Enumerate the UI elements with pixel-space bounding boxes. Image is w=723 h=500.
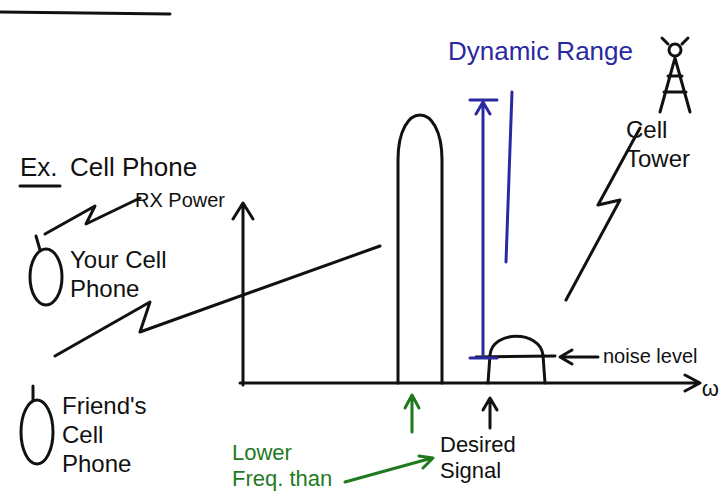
note-label: Lower Freq. than (232, 440, 344, 493)
phone-label: Your Cell Phone (70, 246, 184, 304)
friend-phone-lightning (55, 246, 380, 356)
phone-label: Friend's Cell Phone (62, 392, 162, 478)
tower-waves (662, 38, 688, 44)
signal-label: Desired Signal (440, 432, 532, 485)
your-phone-antenna (36, 236, 40, 250)
tower-label: Cell Tower (626, 116, 710, 174)
than-pointer (345, 456, 433, 482)
dynamic-range-bracket (470, 100, 497, 358)
example-tag: Ex. (20, 152, 58, 183)
tower-symbol (660, 58, 690, 112)
noise-pointer (560, 350, 598, 364)
your-phone-lightning (45, 198, 140, 234)
friend-phone-symbol (21, 400, 53, 464)
lower-freq-pointer (405, 395, 419, 432)
desired-pointer (483, 398, 497, 428)
tower-antenna (669, 44, 681, 56)
example-underline (20, 185, 60, 188)
friend-phone-antenna (32, 386, 35, 400)
axis-label: ω (702, 376, 719, 402)
x-axis (240, 375, 700, 391)
dynamic-range-stroke (506, 92, 512, 262)
your-phone-symbol (30, 249, 62, 305)
axis-label: RX Power (135, 188, 225, 212)
desired-peak (488, 336, 545, 383)
heading-underline (0, 12, 170, 14)
example-subject: Cell Phone (70, 152, 197, 183)
range-label: Dynamic Range (448, 36, 633, 67)
interferer-peak (398, 115, 442, 383)
noise-label: noise level (603, 344, 698, 368)
